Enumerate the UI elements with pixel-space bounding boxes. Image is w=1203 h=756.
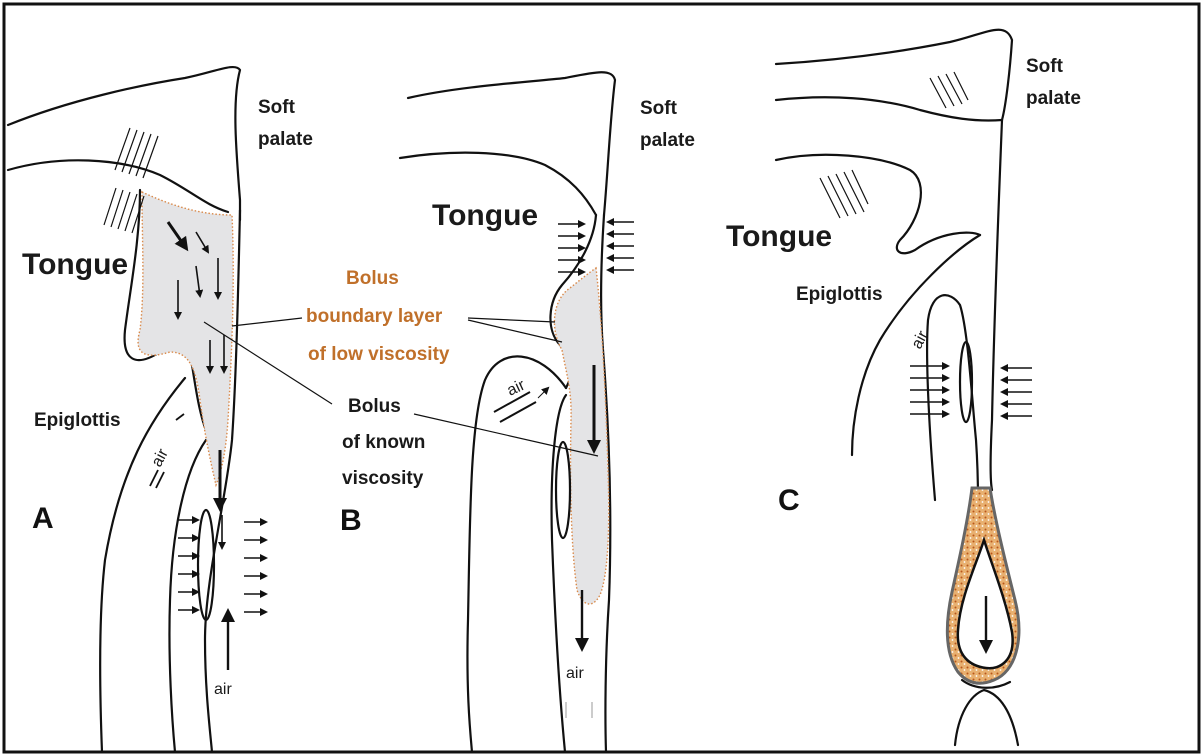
panel-c-pharynx-right-wall [991, 120, 1003, 490]
panel-c-hatch-upper [930, 72, 968, 108]
panel-b-epiglottis [467, 356, 566, 752]
panel-b-tongue-label: Tongue [432, 199, 538, 232]
panel-c-soft-palate-label-1: Soft [1026, 56, 1064, 77]
panel-a-soft-palate-label-1: Soft [258, 97, 296, 118]
panel-b-vocal-cord [556, 442, 570, 538]
panel-a-larynx-inner [169, 440, 206, 752]
annotation-known-line-3: viscosity [342, 468, 424, 489]
panel-b-bolus [554, 268, 608, 604]
panel-b-air-label-upper: air [505, 376, 529, 399]
panel-b-soft-palate-label-1: Soft [640, 98, 678, 119]
panel-a-air-label-upper: air [149, 446, 173, 470]
annotation-boundary-line-3: of low viscosity [308, 344, 450, 365]
panel-a-tongue-label: Tongue [22, 248, 128, 281]
panel-a-hatch-upper [115, 128, 158, 178]
panel-a-epiglottis-label: Epiglottis [34, 410, 121, 431]
panel-a-lateral-arrows-right [244, 522, 266, 612]
annotation-boundary-leader-right-1 [468, 318, 555, 322]
panel-c: Soft palate Tongue Epiglottis air C [726, 30, 1081, 745]
panel-a-letter: A [32, 502, 54, 535]
panel-c-letter: C [778, 484, 800, 517]
panel-c-soft-palate-outline [776, 30, 1012, 120]
panel-a-air-label-lower: air [214, 681, 232, 698]
panel-b-bottom-ticks [566, 702, 592, 718]
panel-a-soft-palate-label-2: palate [258, 129, 313, 150]
annotation-known-line-1: Bolus [348, 396, 401, 417]
annotation-known-line-2: of known [342, 432, 425, 453]
panel-c-lateral-arrows-right [1002, 368, 1032, 416]
panel-b-soft-palate-label-2: palate [640, 130, 695, 151]
annotation-boundary-leader-left [232, 318, 302, 326]
panel-a-bolus [138, 192, 233, 485]
panel-b-letter: B [340, 504, 362, 537]
panel-b-air-small-arrow [538, 388, 548, 398]
panel-c-air-label: air [909, 328, 933, 352]
panel-c-soft-palate-lower [776, 97, 1002, 120]
annotation-boundary-layer: Bolus boundary layer of low viscosity [232, 268, 562, 365]
panel-b-air-label-lower: air [566, 665, 584, 682]
panel-c-larynx-bottom [955, 690, 1018, 745]
panel-b-soft-palate-outline [408, 72, 615, 215]
annotation-boundary-line-2: boundary layer [306, 306, 443, 327]
panel-c-epiglottis-label: Epiglottis [796, 284, 883, 305]
panel-b-lateral-arrows-left [558, 224, 584, 272]
panel-a-lateral-arrows-left [178, 520, 198, 610]
panel-a: Soft palate Tongue Epiglottis air air A [8, 67, 313, 752]
panel-c-hatch-lower [820, 170, 868, 218]
annotation-boundary-leader-right-2 [468, 320, 562, 342]
panel-c-soft-palate-label-2: palate [1026, 88, 1081, 109]
panel-c-epiglottis [927, 295, 978, 500]
panel-c-tongue-label: Tongue [726, 220, 832, 253]
panel-b-lateral-arrows-right [608, 222, 634, 270]
annotation-boundary-line-1: Bolus [346, 268, 399, 289]
